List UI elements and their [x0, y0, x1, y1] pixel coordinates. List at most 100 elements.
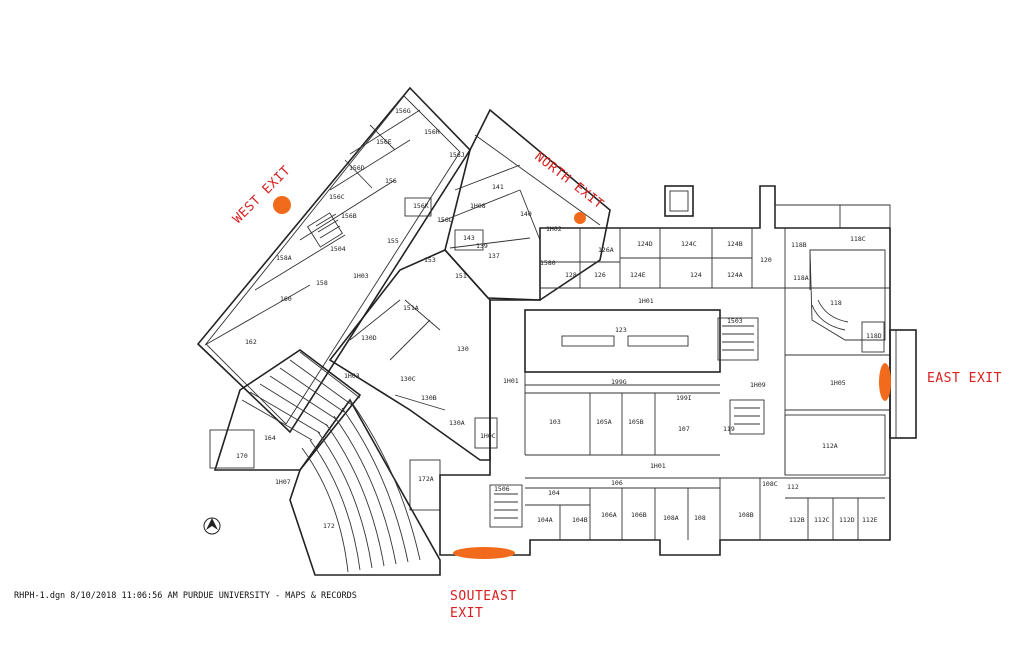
room-label: 124B — [727, 240, 743, 248]
room-label: 139 — [476, 242, 488, 250]
central-wing — [328, 249, 498, 461]
wall-line — [449, 237, 531, 249]
room-label: 107 — [678, 425, 690, 433]
room-label: 155 — [387, 237, 399, 245]
room-label: 1H03 — [353, 272, 369, 280]
room-label: 1503 — [727, 317, 743, 325]
room-label: 1H08 — [470, 202, 486, 210]
wall-line — [299, 179, 396, 241]
room-box — [474, 417, 498, 449]
room-labels: 156G 156H 156E 156J 156D 156 156C 156B 1… — [236, 107, 882, 530]
room-label: 156L — [437, 216, 453, 224]
room-label: 172A — [418, 475, 434, 483]
room-label: 130C — [400, 375, 416, 383]
wall-line — [329, 139, 411, 191]
room-label: 124A — [727, 271, 743, 279]
central-wing-outline — [328, 249, 491, 461]
room-label: 106B — [631, 511, 647, 519]
room-label: 143 — [463, 234, 475, 242]
room-label: 128 — [565, 271, 577, 279]
stair-tread — [315, 213, 337, 227]
room-label: 120 — [760, 256, 772, 264]
room-label: 118C — [850, 235, 866, 243]
north-stair-inner — [669, 190, 689, 212]
room-label: 156H — [424, 128, 440, 136]
wall-line — [439, 189, 521, 223]
tier — [241, 399, 313, 441]
curved-counter — [811, 304, 846, 331]
west-stair — [306, 212, 344, 248]
room-label: 108C — [762, 480, 778, 488]
tier — [249, 391, 321, 434]
wall-line — [454, 164, 521, 191]
room-label: 1H07 — [275, 478, 291, 486]
room-label: 119 — [723, 425, 735, 433]
room-164-outline — [213, 349, 362, 471]
room-label: 126 — [594, 271, 606, 279]
seat-arc — [317, 431, 373, 569]
room-label: 151 — [455, 272, 467, 280]
room-label: 124C — [681, 240, 697, 248]
wall-line — [349, 109, 421, 155]
stair-tread — [319, 225, 341, 239]
room-label: 130A — [449, 419, 465, 427]
room-label: 130D — [361, 334, 377, 342]
room-label: 1506 — [494, 485, 510, 493]
room-label: 108B — [738, 511, 754, 519]
room-label: 160 — [280, 295, 292, 303]
north-exit-marker — [574, 212, 586, 224]
room-label: 158A — [276, 254, 292, 262]
room-123-outline — [524, 309, 721, 373]
seat-arc — [325, 423, 385, 567]
room-label: 108 — [694, 514, 706, 522]
room-label: 118 — [830, 299, 842, 307]
main-block — [439, 185, 917, 556]
west-exit-marker — [273, 196, 291, 214]
room-label: 118A — [793, 274, 809, 282]
room-112A-box — [784, 414, 886, 476]
room-label: 156J — [449, 151, 465, 159]
stair-tread — [317, 219, 339, 233]
room-label: 130B — [421, 394, 437, 402]
room-label: 105A — [596, 418, 612, 426]
room-label: 1H02 — [546, 225, 562, 233]
tier — [259, 383, 329, 427]
curved-counter — [817, 299, 849, 323]
room-label: 124D — [637, 240, 653, 248]
room-170-box — [209, 429, 255, 469]
tier — [269, 375, 337, 420]
room-label: 156C — [329, 193, 345, 201]
room-label: 137 — [488, 252, 500, 260]
southeast-exit-marker — [453, 547, 515, 559]
room-label: 156D — [349, 164, 365, 172]
seat-arc — [341, 407, 409, 563]
tier — [279, 367, 345, 413]
east-exit-marker — [879, 363, 891, 401]
room-label: 156E — [376, 138, 392, 146]
seat-arc — [349, 399, 421, 561]
west-wing-inner — [205, 95, 461, 425]
wall-line — [394, 394, 446, 411]
wall-line — [344, 159, 373, 189]
room-label: 172 — [323, 522, 335, 530]
west-wing-outline — [196, 86, 472, 434]
room-label: 112E — [862, 516, 878, 524]
east-exit-label: EAST EXIT — [927, 371, 1002, 386]
room-label: 112B — [789, 516, 805, 524]
room-label: 1H01 — [638, 297, 654, 305]
room-label: 108A — [663, 514, 679, 522]
room-label: 156G — [395, 107, 411, 115]
room-label: 1H01 — [503, 377, 519, 385]
southeast-exit-label-line1: SOUTEAST — [450, 589, 517, 604]
wall-line — [404, 299, 441, 331]
west-exit-label: WEST EXIT — [230, 163, 294, 227]
room-label: 1580 — [540, 259, 556, 267]
wall-line — [204, 284, 311, 346]
room-label: 118B — [791, 241, 807, 249]
room-label: 1H05 — [830, 379, 846, 387]
auditorium — [209, 349, 441, 576]
wall-line — [254, 234, 346, 291]
room-label: 156K — [413, 202, 429, 210]
room-label: 112 — [787, 483, 799, 491]
